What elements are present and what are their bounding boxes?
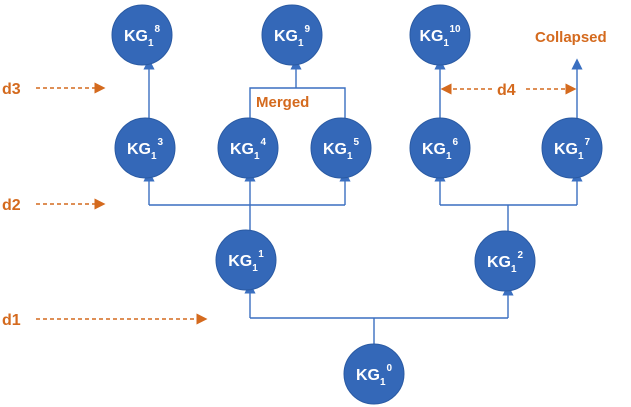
svg-text:KG14: KG14 [230, 137, 267, 162]
svg-text:KG17: KG17 [554, 137, 591, 162]
node-kg1-9: KG19 [261, 4, 323, 66]
node-kg1-7: KG17 [541, 117, 603, 179]
svg-text:KG10: KG10 [356, 363, 393, 388]
edge-merge-bracket [249, 87, 346, 120]
collapsed-label: Collapsed [535, 29, 607, 46]
depth-label-d1: d1 [2, 312, 21, 329]
node-kg1-5: KG15 [310, 117, 372, 179]
svg-text:KG18: KG18 [124, 24, 161, 49]
svg-text:KG12: KG12 [487, 250, 524, 275]
node-kg1-10: KG110 [409, 4, 471, 66]
svg-text:KG16: KG16 [422, 137, 459, 162]
node-kg1-2: KG12 [474, 230, 536, 292]
svg-text:KG15: KG15 [323, 137, 360, 162]
depth-label-d4: d4 [497, 82, 516, 99]
node-kg1-4: KG14 [217, 117, 279, 179]
svg-text:KG11: KG11 [228, 249, 264, 274]
depth-label-d3: d3 [2, 81, 21, 98]
node-kg1-8: KG18 [111, 4, 173, 66]
svg-text:KG19: KG19 [274, 24, 311, 49]
depth-label-d2: d2 [2, 197, 21, 214]
node-kg1-1: KG11 [215, 229, 277, 291]
merged-label: Merged [256, 94, 309, 111]
node-kg1-0: KG10 [343, 343, 405, 405]
svg-text:KG110: KG110 [419, 24, 461, 49]
node-kg1-6: KG16 [409, 117, 471, 179]
node-kg1-3: KG13 [114, 117, 176, 179]
svg-text:KG13: KG13 [127, 137, 164, 162]
